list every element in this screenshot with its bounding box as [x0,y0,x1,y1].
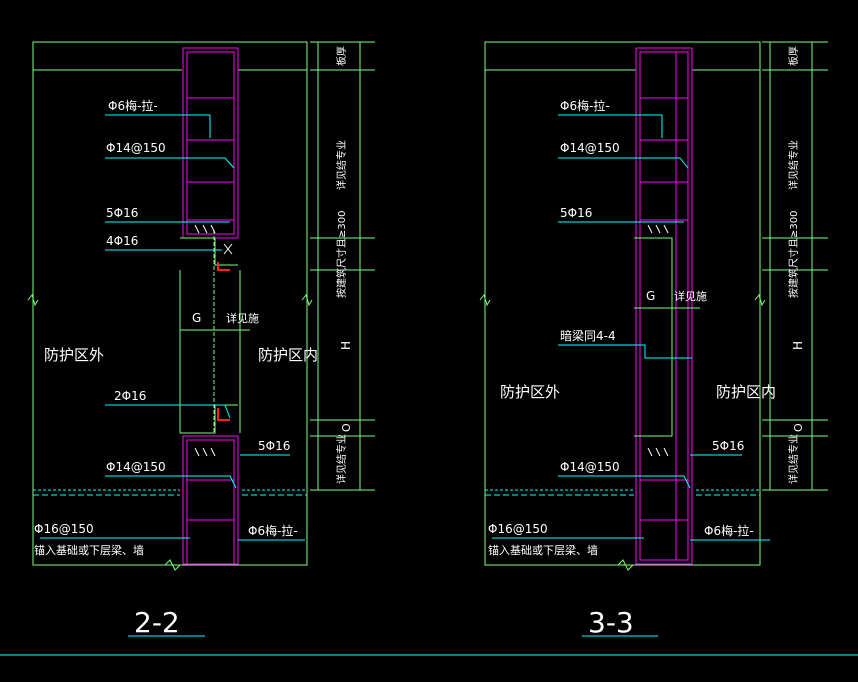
leader-1 [105,114,211,138]
label-rebar-5phi16-1: 5Φ16 [106,206,138,220]
zone-outside-label: 防护区外 [44,346,104,364]
break-mark-left [27,293,39,307]
dim-detail-label: 详见施 [674,289,707,303]
section-2-2 [27,41,375,637]
label-anchor-note: 锚入基础或下层梁、墙 [488,543,598,557]
dim-g-label: G [646,289,655,303]
wall-outline [484,41,761,566]
leader-5 [105,404,231,419]
break-mark-right [754,293,766,307]
section-3-3-labels: Φ6梅-拉- Φ14@150 5Φ16 暗梁同4-4 5Φ16 Φ14@150 … [488,46,805,639]
section-2-2-labels: Φ6梅-拉- Φ14@150 5Φ16 4Φ16 2Φ16 5Φ16 Φ14@1… [34,46,353,639]
upper-beam-step [180,237,238,266]
upper-cage-inner [186,51,235,235]
label-rebar-phi16: Φ16@150 [34,522,94,536]
wall-cage [635,47,693,565]
dim-detail-label: 详见施 [226,311,259,325]
cross-mark [223,243,233,255]
section-title-2-2: 2-2 [134,606,180,639]
zone-inside-label: 防护区内 [716,383,776,401]
break-mark-bottom [164,559,181,571]
label-rebar-5phi16-2: 5Φ16 [712,439,744,453]
opening-step [634,237,673,437]
break-mark-left [479,293,491,307]
label-rebar-4phi16: 4Φ16 [106,234,138,248]
hook-upper [217,262,230,271]
leader-1 [558,114,663,138]
label-tie-1: Φ6梅-拉- [560,98,610,113]
dim-h: H [339,341,353,350]
wall-cage-inner [639,51,689,561]
dim-see-structure-2: 详见结专业 [335,434,348,484]
dim-see-structure-2: 详见结专业 [787,434,800,484]
leader-2 [558,157,689,169]
dim-slab-thickness: 板厚 [335,46,348,66]
label-rebar-phi14-1: Φ14@150 [560,141,620,155]
label-rebar-phi14-1: Φ14@150 [106,141,166,155]
label-rebar-phi14-2: Φ14@150 [560,460,620,474]
label-tie-2: Φ6梅-拉- [704,523,754,538]
label-rebar-5phi16-2: 5Φ16 [258,439,290,453]
leader-2 [105,157,235,169]
dim-g-label: G [192,311,201,325]
dim-per-arch: 按建筑尺寸且≥300 [787,211,800,298]
dim-per-arch: 按建筑尺寸且≥300 [335,211,348,298]
lower-beam-step [180,404,238,434]
label-rebar-5phi16-1: 5Φ16 [560,206,592,220]
label-rebar-phi16: Φ16@150 [488,522,548,536]
zone-inside-label: 防护区内 [258,346,318,364]
label-rebar-2phi16: 2Φ16 [114,389,146,403]
bar-hatch-upper [647,224,669,234]
label-hidden-beam: 暗梁同4-4 [560,328,616,343]
lower-cage-inner [186,439,235,565]
dim-o: O [792,423,805,432]
hook-lower [217,408,230,421]
dim-slab-thickness: 板厚 [787,46,800,66]
leader-6 [558,475,691,489]
leader-7 [105,475,237,489]
break-mark-right [301,293,313,307]
break-mark-bottom [617,559,634,571]
label-rebar-phi14-2: Φ14@150 [106,460,166,474]
section-title-3-3: 3-3 [588,606,634,639]
dim-see-structure-1: 详见结专业 [787,140,800,190]
bar-hatch [194,447,216,457]
section-3-3 [479,41,828,637]
leader-4 [558,344,692,359]
label-tie-2: Φ6梅-拉- [248,523,298,538]
label-tie-1: Φ6梅-拉- [108,98,158,113]
dim-o: O [340,423,353,432]
dim-see-structure-1: 详见结专业 [335,140,348,190]
zone-outside-label: 防护区外 [500,383,560,401]
dim-h: H [791,341,805,350]
wall-outline [32,41,308,566]
bar-hatch-lower [647,447,669,457]
bar-hatch-upper [194,224,216,234]
label-anchor-note: 锚入基础或下层梁、墙 [34,543,144,557]
